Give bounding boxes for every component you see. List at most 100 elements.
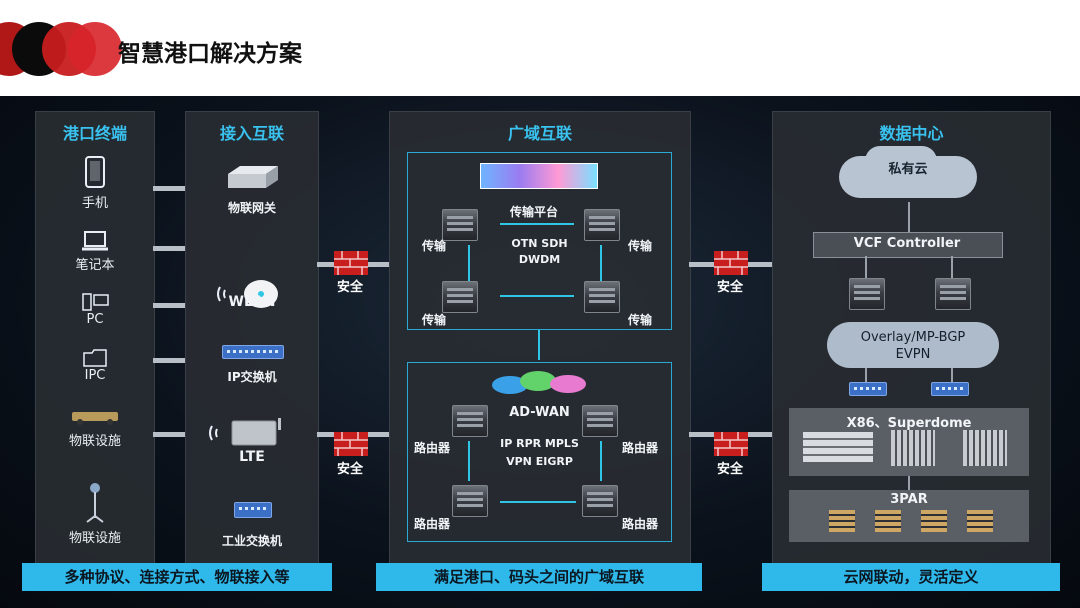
storage-label: 3PAR xyxy=(890,492,928,507)
storage-array-icon xyxy=(829,510,855,532)
router-icon xyxy=(582,485,618,517)
cloud-icon xyxy=(492,371,586,394)
transport-node-icon xyxy=(584,209,620,241)
summary-bar-access: 多种协议、连接方式、物联接入等 xyxy=(22,563,332,591)
transport-platform-graphic xyxy=(480,163,598,189)
terminal-label-ipc: IPC xyxy=(84,368,106,383)
leaf-switch-icon xyxy=(849,382,887,396)
phone-icon xyxy=(85,156,105,188)
rack-server-icon xyxy=(803,432,873,462)
transport-node-label: 传输 xyxy=(422,239,447,253)
adwan-tech-label: IP RPR MPLS xyxy=(500,437,579,450)
evpn-label: EVPN xyxy=(895,347,931,362)
panel-wan: 广域互联 传输平台 传输 传输 传输 传输 OTN SDH DWDM AD-WA… xyxy=(389,111,691,565)
router-icon xyxy=(452,485,488,517)
vcf-controller-label: VCF Controller xyxy=(853,236,961,251)
router-link xyxy=(468,441,470,481)
terminal-label-iot-2: 物联设施 xyxy=(68,531,121,546)
vcf-controller-box xyxy=(813,232,1003,258)
vehicle-icon xyxy=(72,412,118,425)
router-link xyxy=(600,441,602,481)
panel-access: 接入互联 物联网关 WLAN IP交换机 LTE 工业交换机 xyxy=(185,111,319,565)
wifi-ap-icon xyxy=(217,280,278,308)
access-label-wlan: WLAN xyxy=(228,294,276,310)
firewall-label: 安全 xyxy=(717,280,744,295)
dc-link xyxy=(951,368,953,382)
blade-server-icon xyxy=(963,430,1007,466)
adwan-tech-label-2: VPN EIGRP xyxy=(506,455,573,468)
page-title: 智慧港口解决方案 xyxy=(118,41,302,67)
terminal-label-laptop: 笔记本 xyxy=(75,258,115,273)
storage-array-icon xyxy=(967,510,993,532)
access-label-gateway: 物联网关 xyxy=(227,201,276,215)
adwan-box: AD-WAN 路由器 路由器 路由器 路由器 IP RPR MPLS VPN E… xyxy=(407,362,672,542)
firewall-label: 安全 xyxy=(337,280,364,295)
ip-switch-icon xyxy=(222,345,284,359)
laptop-icon xyxy=(82,231,108,251)
transport-link xyxy=(468,245,470,281)
router-label: 路由器 xyxy=(622,441,659,455)
overlay-cloud-icon xyxy=(827,322,999,368)
spine-switch-icon xyxy=(849,278,885,310)
connector xyxy=(153,303,185,308)
transport-link xyxy=(600,245,602,281)
overlay-label: Overlay/MP-BGP xyxy=(860,330,966,345)
transport-node-label: 传输 xyxy=(628,313,653,327)
compute-label: X86、Superdome xyxy=(846,416,972,431)
gateway-icon xyxy=(228,166,278,188)
router-link xyxy=(500,501,576,503)
leaf-switch-icon xyxy=(931,382,969,396)
router-label: 路由器 xyxy=(414,441,451,455)
summary-bar-wan: 满足港口、码头之间的广域互联 xyxy=(376,563,702,591)
dc-link xyxy=(908,476,910,490)
private-cloud-label: 私有云 xyxy=(888,162,928,177)
terminal-label-pc: PC xyxy=(86,312,104,327)
panel-terminal: 港口终端 手机 笔记本 PC IPC 物联设施 物联设施 xyxy=(35,111,155,565)
transport-node-icon xyxy=(442,281,478,313)
dc-link xyxy=(865,368,867,382)
panel-terminal-title: 港口终端 xyxy=(62,124,127,143)
transport-link xyxy=(500,295,574,297)
transport-node-icon xyxy=(442,209,478,241)
transport-node-icon xyxy=(584,281,620,313)
connector xyxy=(153,432,185,437)
dc-link xyxy=(908,202,910,232)
dc-link xyxy=(951,256,953,278)
sensor-pole-icon xyxy=(86,483,104,523)
pc-icon xyxy=(82,293,109,311)
connector xyxy=(153,358,185,363)
router-label: 路由器 xyxy=(622,517,659,531)
panel-datacenter-title: 数据中心 xyxy=(879,124,944,143)
firewall-icon xyxy=(714,251,748,275)
summary-bar-datacenter: 云网联动，灵活定义 xyxy=(762,563,1060,591)
access-label-ip-switch: IP交换机 xyxy=(227,370,277,384)
router-label: 路由器 xyxy=(414,517,451,531)
router-icon xyxy=(582,405,618,437)
connector xyxy=(153,246,185,251)
wan-interconnect-link xyxy=(538,330,540,360)
storage-array-icon xyxy=(921,510,947,532)
diagram-stage: 港口终端 手机 笔记本 PC IPC 物联设施 物联设施 接入互联 物联网关 W… xyxy=(0,96,1080,608)
industrial-switch-icon xyxy=(234,502,272,518)
adwan-label: AD-WAN xyxy=(509,405,570,420)
firewall-label: 安全 xyxy=(337,462,364,477)
transport-tech-label: OTN SDH xyxy=(511,237,568,250)
access-label-industrial-switch: 工业交换机 xyxy=(221,534,282,548)
firewall-icon xyxy=(714,432,748,456)
firewall-label: 安全 xyxy=(717,462,744,477)
panel-datacenter: 数据中心 私有云 VCF Controller Overlay/MP-BGP E… xyxy=(772,111,1051,565)
terminal-label-iot-1: 物联设施 xyxy=(68,434,121,449)
lte-device-icon xyxy=(209,418,281,446)
dc-link xyxy=(865,256,867,278)
transport-platform-label: 传输平台 xyxy=(510,205,559,219)
panel-wan-title: 广域互联 xyxy=(507,124,572,143)
private-cloud-icon xyxy=(865,146,937,176)
camera-icon xyxy=(83,349,107,367)
transport-node-label: 传输 xyxy=(422,313,447,327)
panel-access-title: 接入互联 xyxy=(219,124,284,143)
access-label-lte: LTE xyxy=(239,449,265,465)
router-icon xyxy=(452,405,488,437)
firewall-icon xyxy=(334,432,368,456)
firewall-icon xyxy=(334,251,368,275)
storage-array-icon xyxy=(875,510,901,532)
